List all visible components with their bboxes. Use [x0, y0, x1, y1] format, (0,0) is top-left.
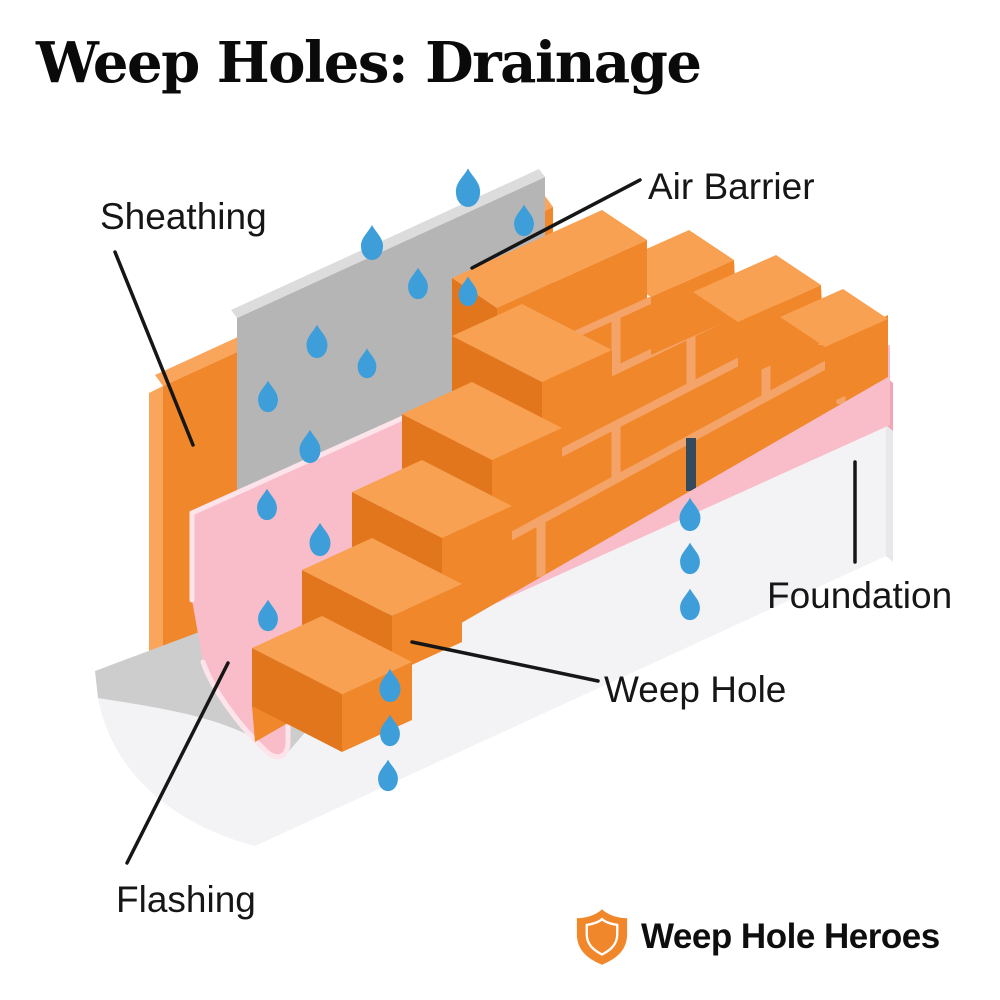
flashing-edge-highlight: [189, 414, 408, 603]
water-droplet-icon: [361, 225, 383, 260]
page-title: Weep Holes: Drainage: [36, 30, 702, 96]
water-droplet-icon: [455, 168, 481, 207]
label-air-barrier: Air Barrier: [648, 166, 815, 207]
label-foundation: Foundation: [767, 575, 952, 616]
sheathing-leader-line: [113, 250, 195, 447]
shield-icon: [576, 909, 628, 965]
diagram-labels: Sheathing Air Barrier Foundation Weep Ho…: [100, 166, 952, 920]
label-sheathing: Sheathing: [100, 196, 267, 237]
logo: Weep Hole Heroes: [576, 908, 940, 966]
leader-lines: [113, 178, 857, 865]
logo-text: Weep Hole Heroes: [641, 917, 940, 956]
flashing-leader-line: [125, 661, 230, 865]
label-weep-hole: Weep Hole: [604, 669, 786, 710]
air-barrier-leader-line: [470, 178, 642, 270]
label-flashing: Flashing: [116, 879, 256, 920]
weep-hole-leader-line: [410, 640, 600, 683]
foundation-right-side: [886, 425, 893, 562]
sheathing-left-edge: [149, 386, 163, 691]
